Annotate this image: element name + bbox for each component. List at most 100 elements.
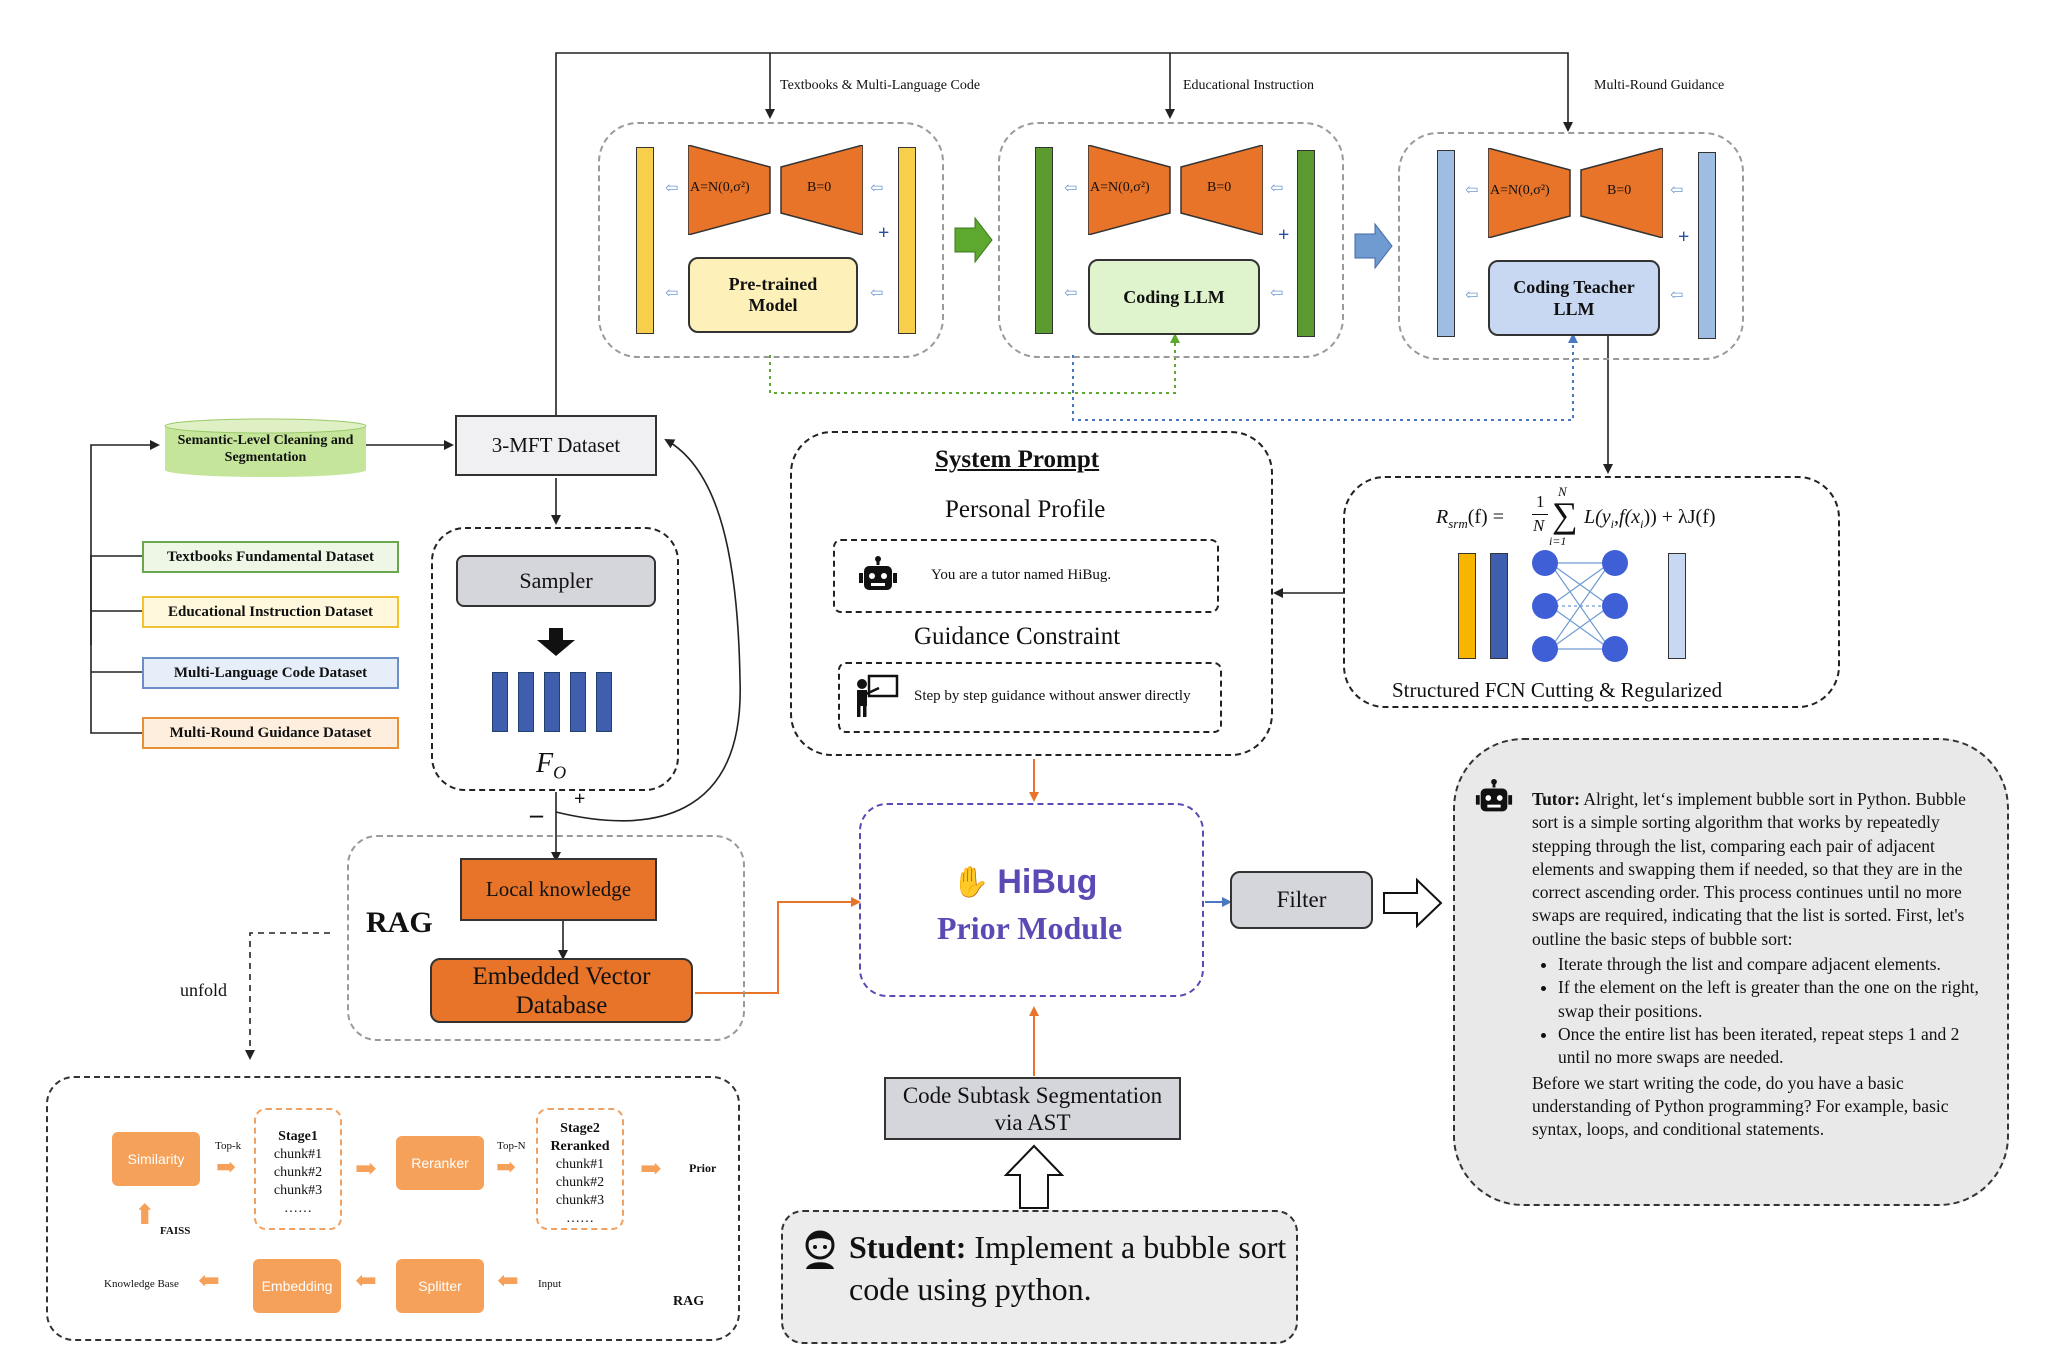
dataset-multilang: Multi-Language Code Dataset (142, 657, 399, 689)
srm-formula: Rsrm(f) = 1 N N ∑ i=1 L(yi,f(xi)) + λJ(f… (1436, 484, 1716, 548)
stage1-lora-adapter (688, 145, 863, 235)
similarity-box: Similarity (112, 1132, 200, 1186)
stage1-right-bar (898, 147, 916, 334)
topn-label: Top-N (497, 1140, 526, 1152)
chunk-item: chunk#1 (273, 1147, 323, 1162)
stage3-arrow-icon: ⇦ (1465, 287, 1479, 304)
tutor-intro: Alright, let‘s implement bubble sort in … (1532, 789, 1966, 949)
chunk-item: chunk#3 (273, 1183, 323, 1198)
faiss-label: FAISS (160, 1225, 191, 1237)
tutor-step: If the element on the left is greater th… (1558, 976, 1982, 1023)
stage3-right-bar (1698, 152, 1716, 339)
arrow-up-icon: ⬆ (133, 1200, 157, 1231)
stage3-left-bar (1437, 150, 1455, 337)
arrow-right-icon: ➡ (355, 1154, 377, 1183)
fcn-yellow-bar (1458, 553, 1476, 659)
tutor-steps-list: Iterate through the list and compare adj… (1532, 953, 1982, 1069)
student-query-box (781, 1210, 1298, 1344)
dataset-textbooks: Textbooks Fundamental Dataset (142, 541, 399, 573)
hollow-arrow-up (1003, 1144, 1065, 1209)
chunk-item: chunk#2 (273, 1165, 323, 1180)
arrow-right-icon: ➡ (640, 1154, 662, 1183)
chunk-item: …… (566, 1211, 594, 1226)
teacher-board-icon (857, 674, 899, 717)
stage1-arrow-icon: ⇦ (665, 285, 679, 302)
stage3-b-label: B=0 (1607, 183, 1632, 198)
stage2-right-bar (1297, 150, 1315, 337)
stage2-arrow-icon: ⇦ (1270, 285, 1284, 302)
stage1-chunks-box: Stage1 chunk#1 chunk#2 chunk#3 …… (254, 1108, 342, 1230)
arrow-right-icon: ➡ (496, 1155, 517, 1181)
plus-sign: + (574, 788, 586, 810)
fcn-light-bar (1668, 553, 1686, 659)
rag-detail-label: RAG (673, 1294, 705, 1309)
constraint-box (838, 662, 1222, 733)
guidance-constraint-label: Guidance Constraint (914, 623, 1121, 650)
chunk-item: chunk#3 (555, 1193, 605, 1208)
rag-group (347, 835, 745, 1041)
arrow-left-icon: ⬅ (355, 1266, 377, 1295)
hollow-arrow-right (1383, 877, 1443, 929)
stage2-arrow-icon: ⇦ (1270, 180, 1284, 197)
plus-icon: + (878, 222, 890, 244)
fcn-network (1532, 550, 1628, 662)
reranker-box: Reranker (396, 1136, 484, 1190)
coding-teacher-llm-box: Coding Teacher LLM (1488, 260, 1660, 336)
hibug-brand: HiBug (997, 862, 1098, 901)
local-knowledge-box: Local knowledge (460, 858, 657, 921)
system-prompt-title: System Prompt (935, 446, 1100, 473)
chunk-item: …… (284, 1201, 312, 1216)
label-educational-instruction: Educational Instruction (1183, 78, 1315, 93)
filter-box: Filter (1230, 871, 1373, 929)
stage-arrow-blue (1354, 222, 1393, 270)
tutor-profile-text: You are a tutor named HiBug. (931, 567, 1112, 583)
fcn-label: Structured FCN Cutting & Regularized (1392, 678, 1723, 702)
semantic-cleaning-cylinder: Semantic-Level Cleaning and Segmentation (163, 418, 368, 478)
dotted-blue-feedback (1072, 333, 1578, 421)
hibug-hand-icon: ✋ (952, 865, 990, 899)
stage2-a-label: A=N(0,σ²) (1090, 180, 1150, 195)
tutor-response-text: Tutor: Alright, let‘s implement bubble s… (1532, 788, 1982, 1141)
system-prompt-box (790, 431, 1273, 756)
chunk-item: chunk#2 (555, 1175, 605, 1190)
splitter-box: Splitter (396, 1259, 484, 1313)
stage2-chunks-box: Stage2 Reranked chunk#1 chunk#2 chunk#3 … (536, 1108, 624, 1230)
prior-label: Prior (689, 1161, 717, 1175)
stage1-arrow-icon: ⇦ (870, 180, 884, 197)
fcn-regularization-box (1343, 476, 1840, 708)
pretrained-model-box: Pre-trained Model (688, 257, 858, 333)
top-feed-lines (555, 52, 1573, 418)
stage-pretrained-box (598, 122, 944, 358)
tutor-label: Tutor: (1532, 789, 1580, 809)
stage2-arrow-icon: ⇦ (1064, 180, 1078, 197)
knowledge-base-label: Knowledge Base (104, 1278, 179, 1290)
personal-profile-label: Personal Profile (945, 496, 1106, 523)
student-label: Student: (849, 1229, 967, 1265)
topk-label: Top-k (215, 1140, 242, 1152)
input-label: Input (538, 1278, 562, 1290)
arrow-right-icon: ➡ (216, 1155, 237, 1181)
chunk-item: chunk#1 (555, 1157, 605, 1172)
code-subtask-box: Code Subtask Segmentation via AST (884, 1077, 1181, 1140)
embedded-vector-db-box: Embedded Vector Database (430, 958, 693, 1023)
stage1-a-label: A=N(0,σ²) (690, 180, 750, 195)
student-message: Implement a bubble sort code using pytho… (849, 1229, 1287, 1307)
tutor-outro: Before we start writing the code, do you… (1532, 1072, 1949, 1140)
student-query-text: Student: Implement a bubble sort code us… (849, 1226, 1289, 1310)
label-multi-round-guidance: Multi-Round Guidance (1594, 78, 1725, 93)
hibug-logo: ✋ HiBug (952, 862, 1097, 902)
fcn-blue-bar (1490, 553, 1508, 659)
semantic-cleaning-label: Semantic-Level Cleaning and Segmentation (177, 433, 354, 465)
stage2-b-label: B=0 (1207, 180, 1232, 195)
stage3-arrow-icon: ⇦ (1465, 182, 1479, 199)
tutor-response-box (1453, 738, 2009, 1206)
tutor-step: Iterate through the list and compare adj… (1558, 953, 1982, 976)
dataset-educational: Educational Instruction Dataset (142, 596, 399, 628)
prior-module-label: Prior Module (937, 910, 1123, 946)
coding-llm-box: Coding LLM (1088, 259, 1260, 335)
rag-label: RAG (366, 906, 433, 939)
stage1-left-bar (636, 147, 654, 334)
arrow-left-icon: ⬅ (497, 1266, 519, 1295)
